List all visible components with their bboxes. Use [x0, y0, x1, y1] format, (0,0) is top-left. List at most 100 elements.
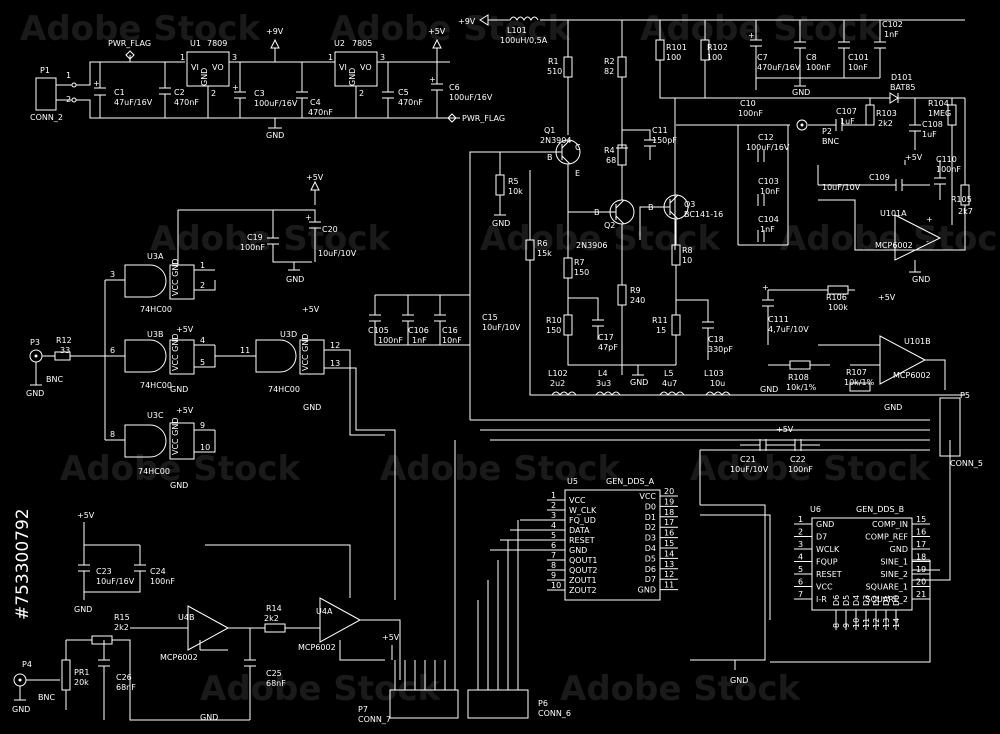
gnd-label: GND	[26, 389, 44, 398]
wire	[545, 139, 571, 165]
d101-ref: D101	[891, 73, 912, 82]
u5-pin-number: 18	[664, 508, 674, 517]
c26-ref: C26	[116, 673, 132, 682]
p5-ref: P5	[960, 391, 970, 400]
c19-ref: C19	[247, 233, 263, 242]
r7-val: 150	[574, 268, 589, 277]
gnd-label: GND	[912, 275, 930, 284]
gnd-label: GND	[170, 481, 188, 490]
c10-val: 100nF	[738, 109, 763, 118]
r105-ref: R105	[951, 195, 972, 204]
u6-bottom-pin-number: 11	[862, 618, 871, 628]
polarity-mark: +	[232, 83, 239, 92]
c110-val: 100nF	[936, 165, 961, 174]
gnd-symbol	[268, 118, 282, 129]
pin-number: 3	[110, 270, 115, 279]
r15-ref: R15	[114, 613, 130, 622]
c18-val: 330pF	[708, 345, 733, 354]
resistor-r1	[563, 56, 573, 78]
bnc-p2	[796, 119, 808, 131]
pin-number: 3	[380, 53, 385, 62]
u2-vi: VI	[339, 63, 347, 72]
u5-pin-signal: FQ_UD	[569, 516, 596, 525]
wire	[374, 294, 470, 346]
c110-ref: C110	[936, 155, 957, 164]
u5-right-pins: 20VCC19D018D117D216D315D414D513D612D711G…	[638, 487, 678, 595]
u101b-5v: +5V	[878, 293, 896, 302]
u5-pin-signal: GND	[638, 586, 656, 595]
connector-p6	[467, 689, 529, 719]
u5-pin-signal: W_CLK	[569, 506, 597, 515]
r11-ref: R11	[652, 316, 668, 325]
wire	[177, 209, 316, 265]
gnd-label: GND	[760, 385, 778, 394]
capacitor-c2	[159, 62, 171, 118]
u3b-pwr-box	[169, 339, 195, 375]
gnd-symbol	[909, 260, 921, 273]
u6-pin-signal: SINE_1	[880, 558, 908, 567]
u6-bottom-signal: D2	[872, 595, 881, 606]
u6-bottom-pin-number: 8	[832, 623, 841, 628]
amp-9v: +9V	[458, 17, 476, 26]
capacitor-c12	[757, 150, 765, 162]
u6-pin-signal: COMP_REF	[865, 533, 908, 542]
plus9v-label: +9V	[266, 27, 284, 36]
u5-pin-signal: DATA	[569, 526, 590, 535]
pin-number: 4	[200, 336, 205, 345]
resistor-r106	[827, 285, 849, 295]
gnd-label: GND	[200, 713, 218, 722]
l4-val: 3u3	[596, 379, 611, 388]
q3-ref: Q3	[684, 200, 695, 209]
watermark-text: Adobe Stock	[780, 219, 1000, 259]
c11-val: 150pF	[652, 136, 677, 145]
supply-arrow	[432, 38, 442, 62]
c23-ref: C23	[96, 567, 112, 576]
r1-val: 510	[547, 67, 562, 76]
u5-pin-number: 19	[664, 497, 674, 506]
gnd-label: GND	[630, 378, 648, 387]
nand-gate-u3b	[124, 339, 167, 373]
c102-ref: C102	[882, 20, 903, 29]
c15-ref: C15	[482, 313, 498, 322]
wire	[756, 77, 880, 87]
u6-bottom-pin-number: 14	[892, 618, 901, 628]
l101-ref: L101	[507, 26, 527, 35]
c108-ref: C108	[922, 120, 943, 129]
c18-ref: C18	[708, 335, 724, 344]
c109-val: 10uF/10V	[822, 183, 861, 192]
pin-number: 13	[330, 359, 340, 368]
r12-val: 33	[60, 346, 70, 355]
stock-id: #753300792	[13, 508, 33, 620]
u5-pin-number: 20	[664, 487, 674, 496]
q1-val: 2N3904	[540, 136, 571, 145]
pin-number: 6	[110, 346, 115, 355]
u101a-val: MCP6002	[875, 241, 913, 250]
u3c-ref: U3C	[147, 411, 164, 420]
d101-val: BAT85	[890, 83, 915, 92]
u5-pin-signal: QOUT1	[569, 556, 597, 565]
u5-pin-signal: D7	[645, 575, 656, 584]
gnd-label: GND	[492, 219, 510, 228]
q2-val: 2N3906	[576, 241, 607, 250]
u5-pin-number: 5	[551, 531, 556, 540]
c16-val: 10nF	[442, 336, 462, 345]
capacitor-c7	[750, 20, 762, 90]
watermark-text: Adobe Stock	[560, 669, 801, 709]
c4-val: 470nF	[308, 108, 333, 117]
u6-bottom-signal: D1	[882, 595, 891, 606]
u3d-vcc: VCC GND	[301, 333, 310, 371]
inductor-l103	[705, 391, 731, 396]
ic-u6: U6 GEN_DDS_B 1GND2D73WCLK4FQUP5RESET6VCC…	[794, 505, 930, 630]
c101-val: 10nF	[848, 63, 868, 72]
u4a-ref: U4A	[316, 607, 333, 616]
c22-ref: C22	[790, 455, 806, 464]
u5-pin-number: 1	[551, 491, 556, 500]
u2-part: 7805	[352, 39, 372, 48]
r107-val: 10k/1%	[844, 378, 875, 387]
r104-val: 1MEG	[928, 109, 951, 118]
wire	[768, 344, 946, 390]
u2-gnd: GND	[348, 68, 357, 86]
u3a-ref: U3A	[147, 252, 164, 261]
resistor-r107	[849, 382, 871, 392]
r12-ref: R12	[56, 336, 72, 345]
